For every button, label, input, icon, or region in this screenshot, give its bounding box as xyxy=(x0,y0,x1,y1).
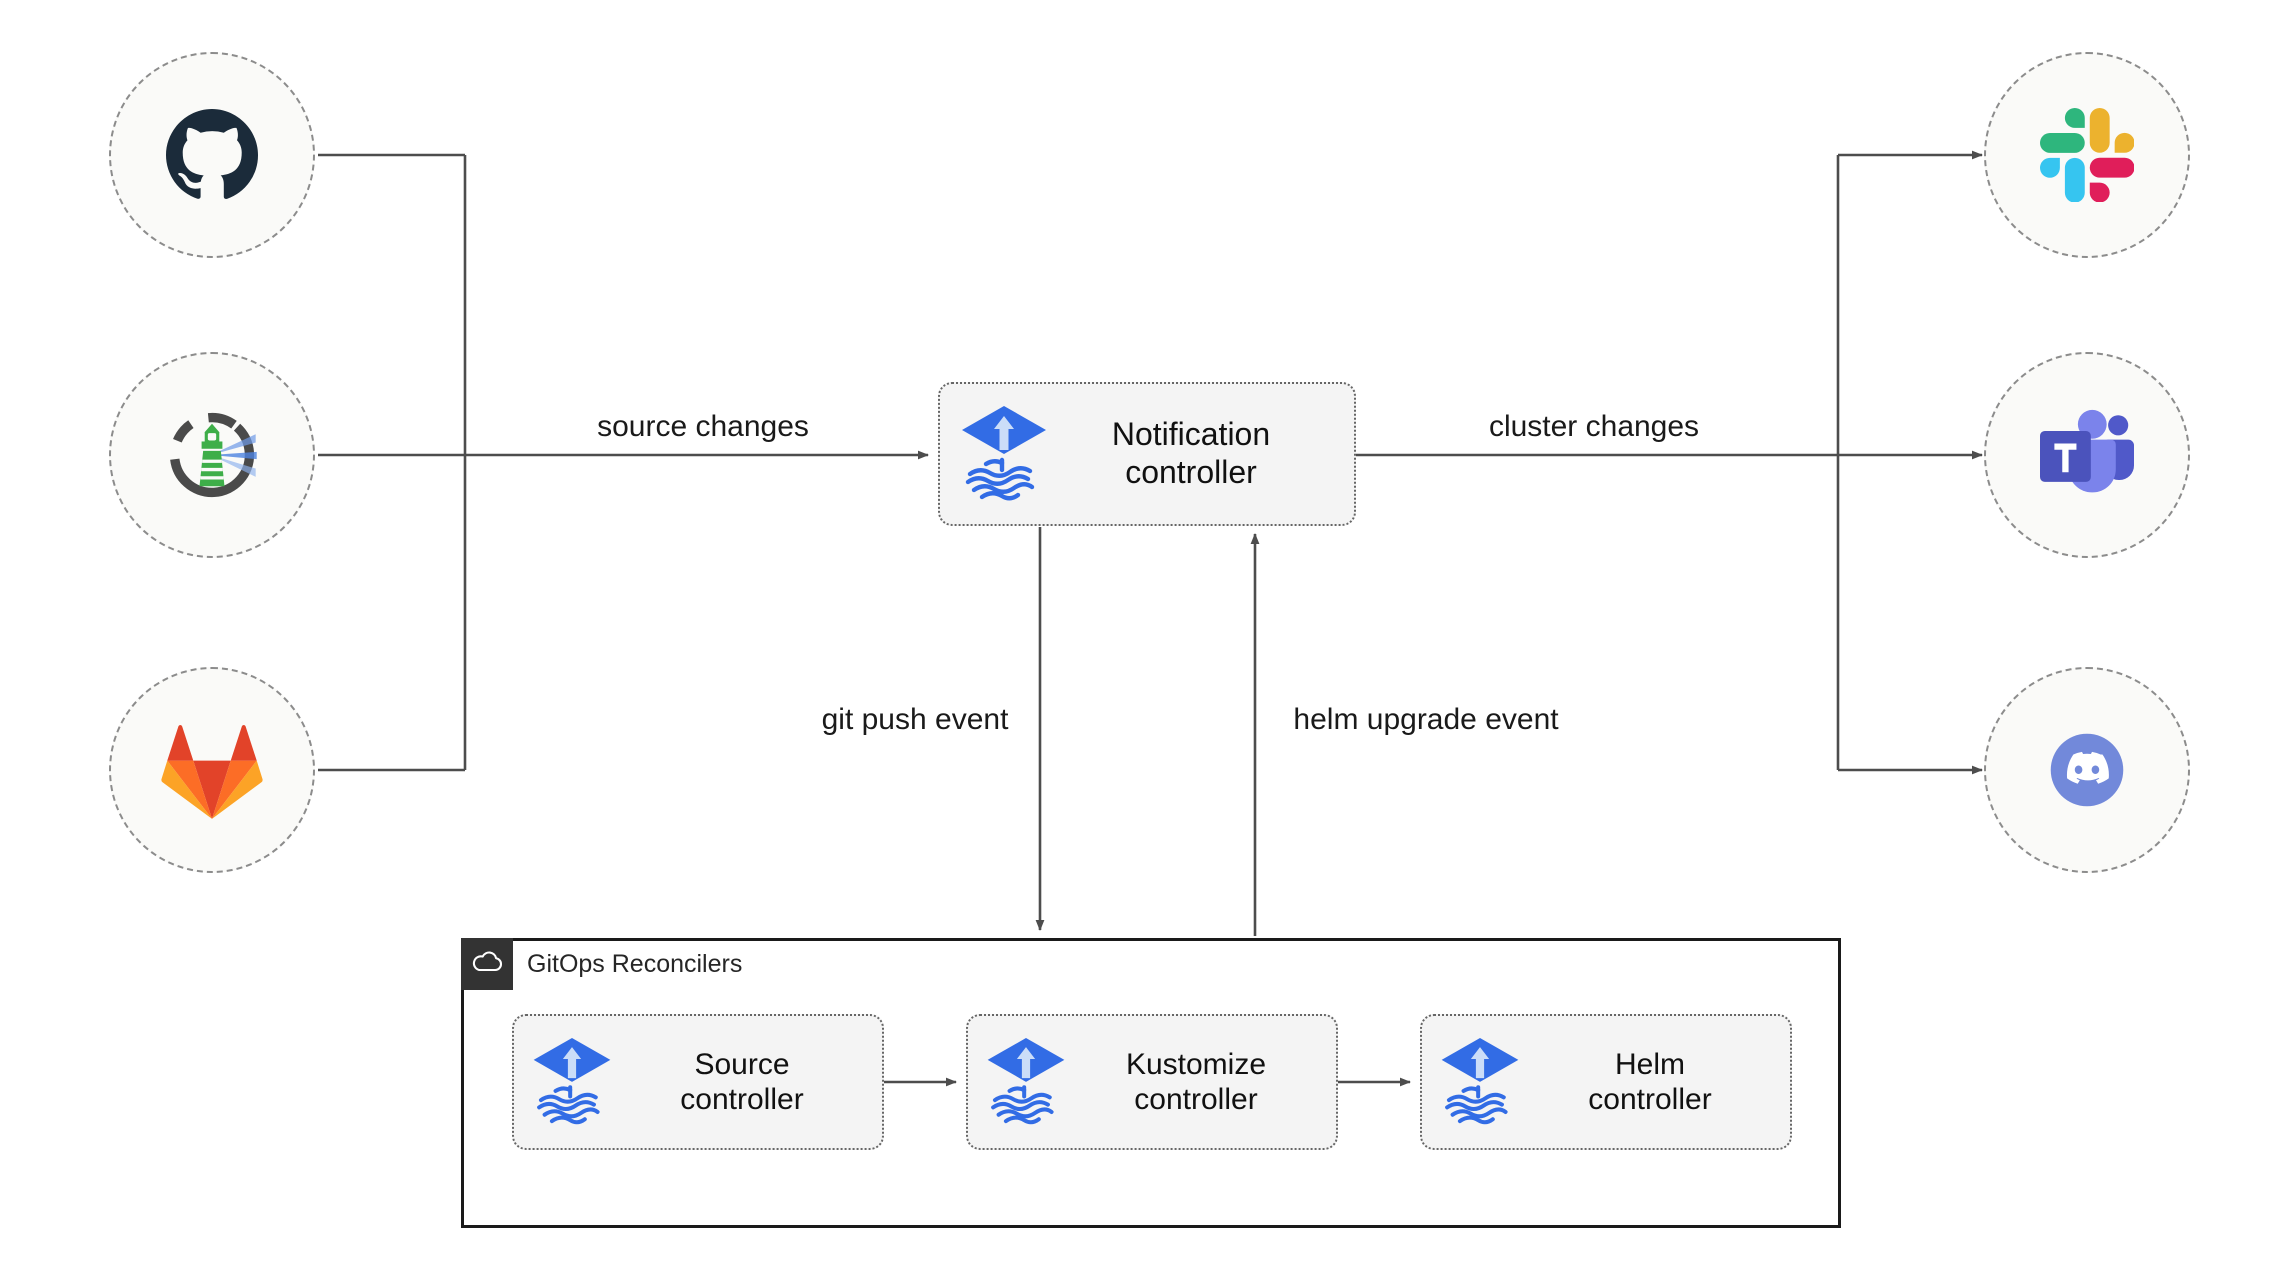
notification-controller-box[interactable]: Notification controller xyxy=(938,382,1356,526)
cloud-badge xyxy=(461,938,513,990)
discord-icon xyxy=(2038,721,2136,819)
helm-controller-label: Helm controller xyxy=(1588,1047,1712,1116)
kustomize-controller-label: Kustomize controller xyxy=(1125,1047,1267,1116)
notification-controller-label: Notification controller xyxy=(1111,416,1271,490)
edge-label-cluster-changes: cluster changes xyxy=(1488,410,1700,443)
edge-label-source-changes: source changes xyxy=(597,410,809,443)
source-node-github[interactable] xyxy=(109,52,315,258)
helm-controller-box[interactable]: Helm controller xyxy=(1420,1014,1792,1150)
flux-diamond-icon xyxy=(958,402,1050,507)
slack-icon xyxy=(2040,108,2134,202)
flux-lighthouse-icon xyxy=(160,403,264,507)
flux-diamond-icon xyxy=(984,1034,1068,1131)
github-icon xyxy=(164,107,260,203)
kustomize-controller-box[interactable]: Kustomize controller xyxy=(966,1014,1338,1150)
source-controller-label: Source controller xyxy=(680,1047,804,1116)
gitops-reconcilers-title: GitOps Reconcilers xyxy=(527,949,743,978)
microsoft-teams-icon xyxy=(2037,408,2137,502)
target-node-teams[interactable] xyxy=(1984,352,2190,558)
source-controller-box[interactable]: Source controller xyxy=(512,1014,884,1150)
source-node-flux[interactable] xyxy=(109,352,315,558)
flux-diamond-icon xyxy=(530,1034,614,1131)
gitlab-icon xyxy=(160,721,264,819)
source-node-gitlab[interactable] xyxy=(109,667,315,873)
flux-diamond-icon xyxy=(1438,1034,1522,1131)
gitops-reconcilers-container xyxy=(461,938,1841,1228)
cloud-icon xyxy=(471,950,503,978)
target-node-slack[interactable] xyxy=(1984,52,2190,258)
edge-label-git-push-event: git push event xyxy=(821,703,1009,736)
target-node-discord[interactable] xyxy=(1984,667,2190,873)
edge-label-helm-upgrade-event: helm upgrade event xyxy=(1293,703,1559,736)
gitops-reconcilers-header: GitOps Reconcilers xyxy=(461,938,742,990)
